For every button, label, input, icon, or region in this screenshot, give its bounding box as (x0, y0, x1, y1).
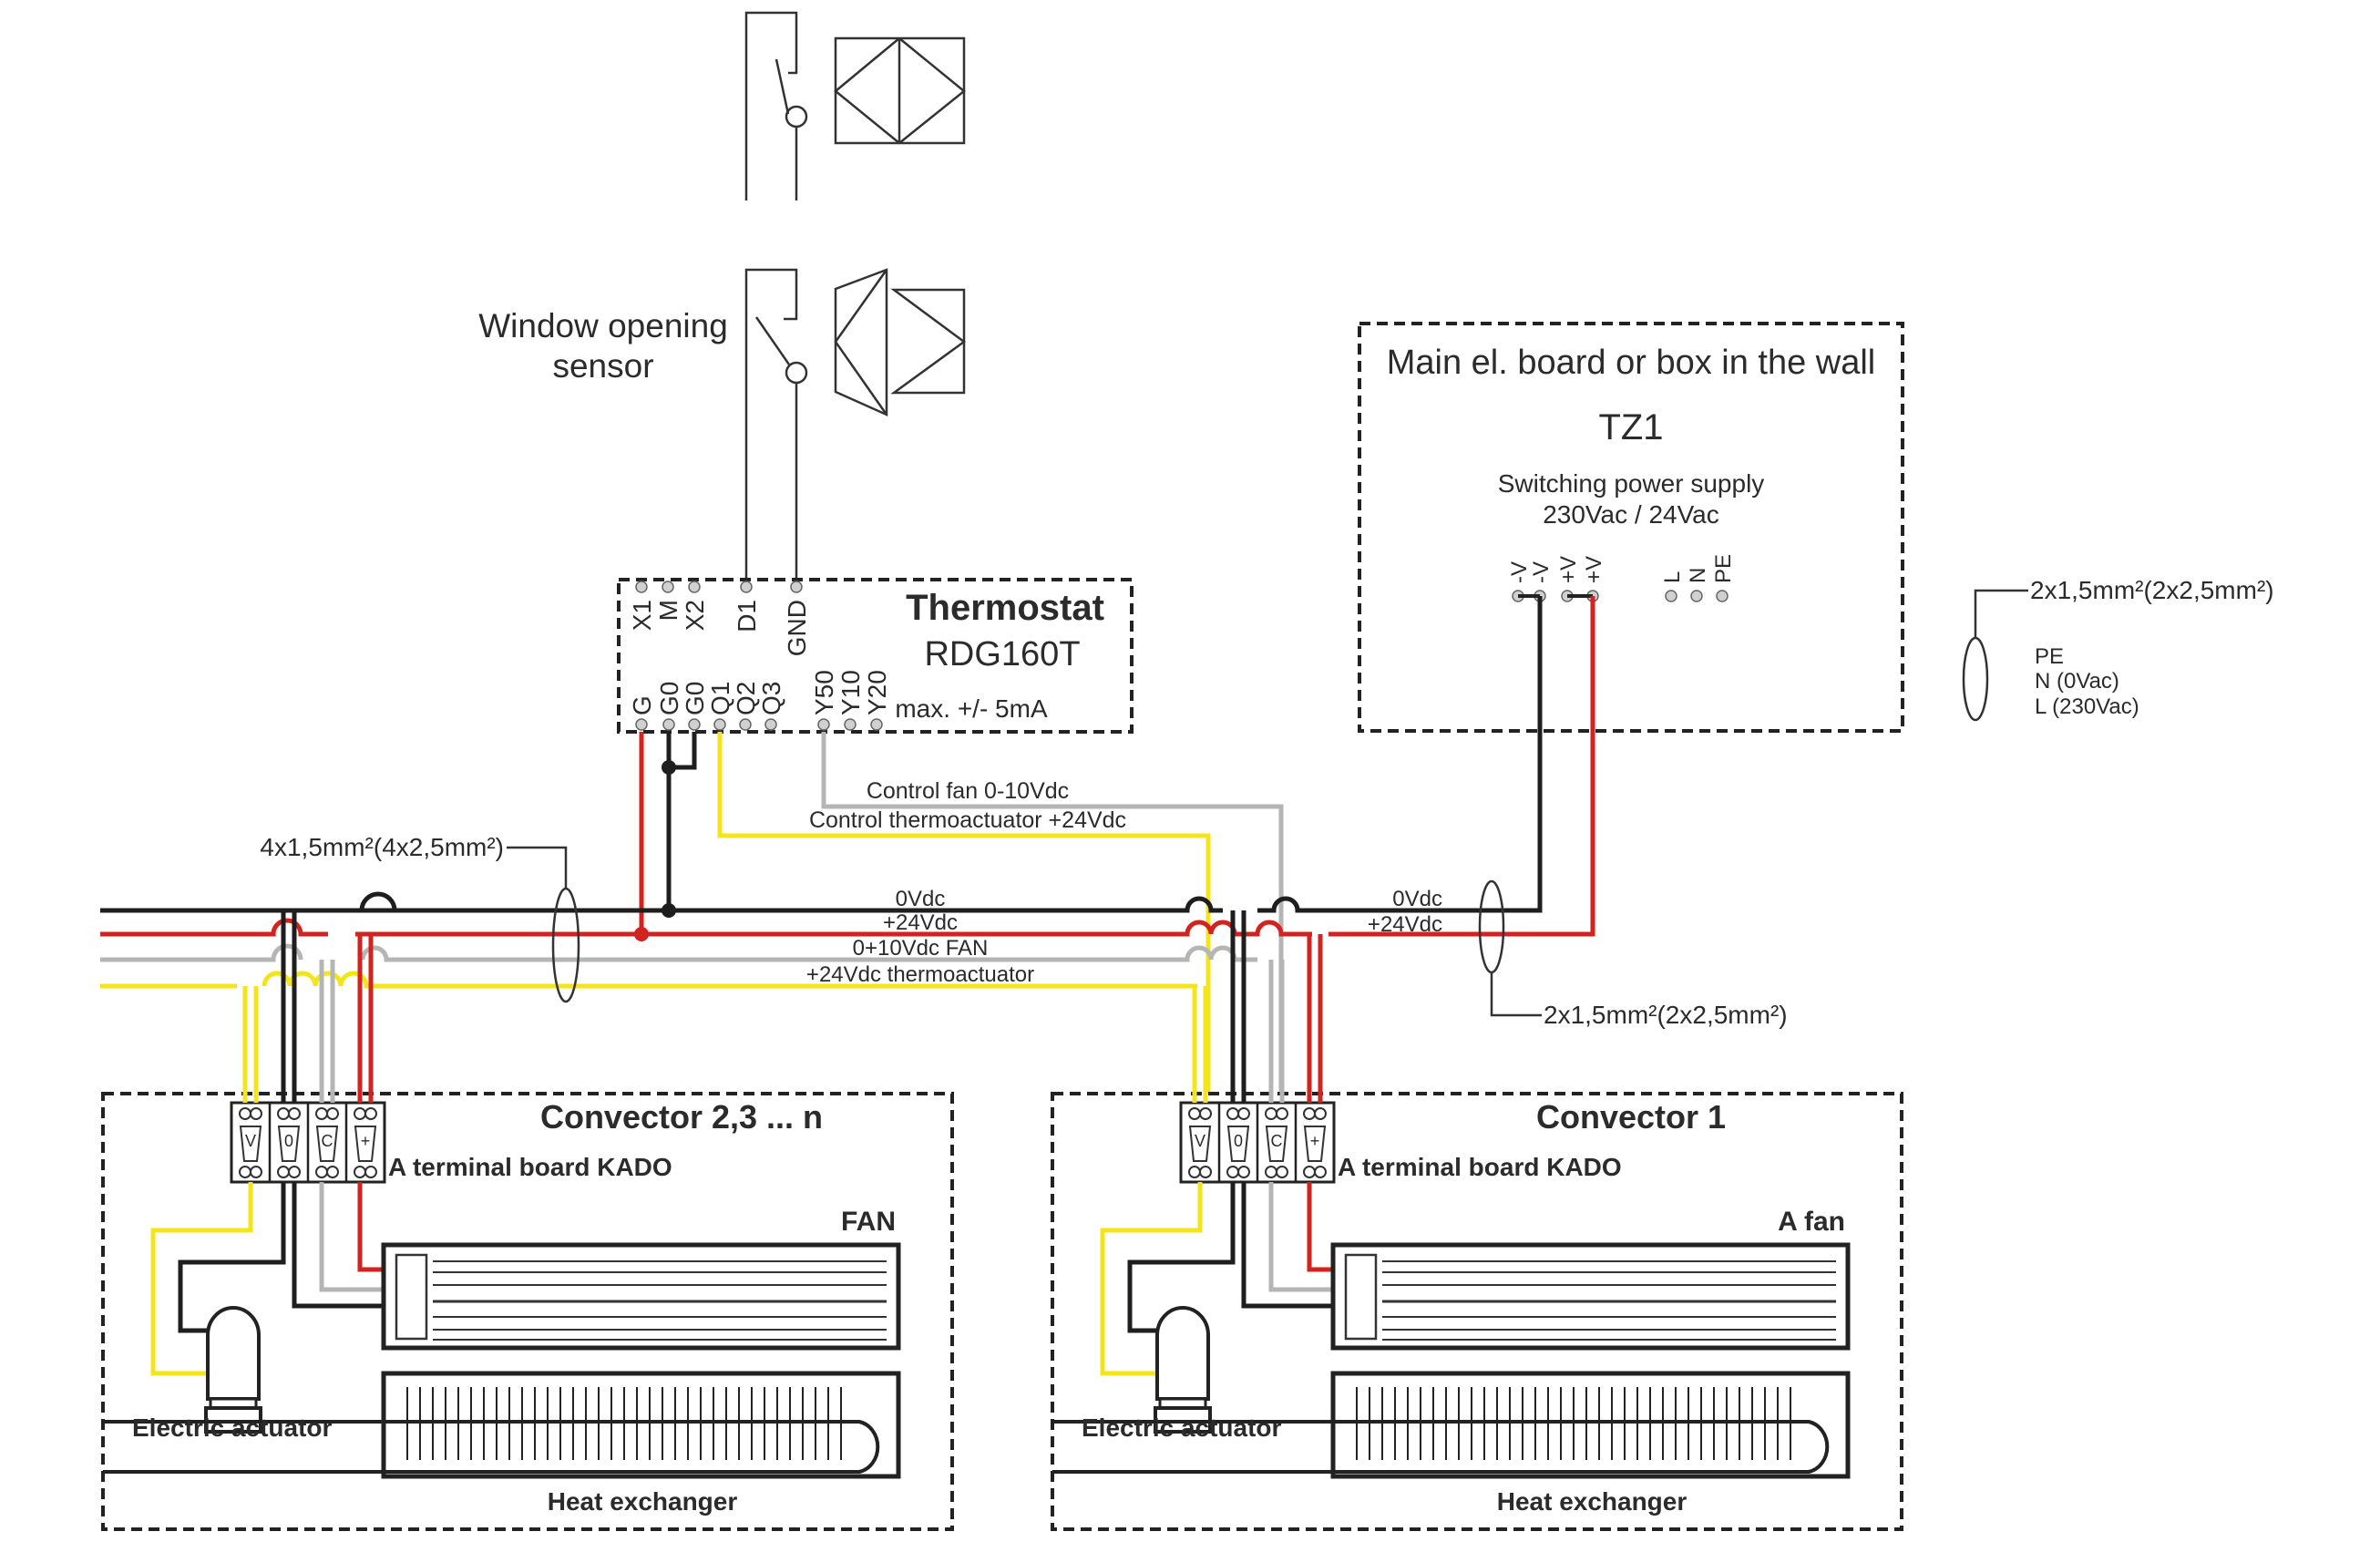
supply-conductor-n: N (0Vac) (2035, 669, 2119, 694)
bus-cable-size: 4x1,5mm²(4x2,5mm²) (260, 833, 504, 861)
supply-cable-legend: 2x1,5mm²(2x2,5mm²) PE N (0Vac) L (230Vac… (1962, 576, 2274, 722)
fan-unit-icon (381, 1242, 901, 1351)
thermostat-title: Thermostat (906, 588, 1104, 628)
label-control-fan: Control fan 0-10Vdc (867, 778, 1069, 804)
psu-terminal-label: L (1660, 571, 1685, 583)
terminal-board-label: A terminal board KADO (1338, 1153, 1622, 1181)
terminal-screw (688, 718, 701, 731)
supply-conductor-pe: PE (2035, 644, 2064, 669)
bus-label-fan: 0+10Vdc FAN (853, 936, 989, 961)
terminal-label: GND (783, 600, 811, 656)
terminal-mark: V (1195, 1132, 1205, 1150)
heat-exchanger-icon (1052, 1371, 1851, 1479)
bus-label-thermo: +24Vdc thermoactuator (806, 962, 1034, 987)
thermostat-model: RDG160T (924, 635, 1080, 673)
power-cable-size: 2x1,5mm²(2x2,5mm²) (1544, 1001, 1788, 1029)
terminal-mark: 0 (1234, 1132, 1243, 1150)
terminal-screw (739, 718, 752, 731)
terminal-label: Q1 (706, 682, 734, 715)
supply-conductor-l: L (230Vac) (2035, 694, 2139, 719)
fan-unit-icon (1330, 1242, 1851, 1351)
terminal-screw (688, 581, 701, 593)
main-board-box: Main el. board or box in the wall TZ1 Sw… (1358, 322, 1904, 733)
psu-terminal-label: N (1686, 568, 1710, 583)
convector-box: V 0 C + Convector 1 A terminal board KADO A fa… (1051, 910, 1903, 1531)
terminal-label: G0 (681, 682, 709, 715)
terminal-label: X1 (628, 600, 656, 631)
fan-label: A fan (1778, 1207, 1845, 1237)
terminal-screw (662, 718, 675, 731)
supply-cable-size: 2x1,5mm²(2x2,5mm²) (2030, 576, 2274, 604)
terminal-screw (635, 718, 648, 731)
window-opening-sensor: Window opening sensor (478, 268, 967, 579)
heat-exchanger-label: Heat exchanger (1497, 1487, 1688, 1516)
terminal-label: Y50 (810, 670, 838, 715)
bus-cable-marker: 4x1,5mm²(4x2,5mm²) (260, 833, 580, 1003)
terminal-board-label: A terminal board KADO (388, 1153, 672, 1181)
terminal-screw (817, 718, 830, 731)
psu-terminal-label: +V (1556, 556, 1581, 583)
terminal-label: Q3 (757, 682, 785, 715)
sensor-label-line1: Window opening (478, 307, 728, 344)
psu-terminal (1716, 590, 1729, 602)
electric-actuator-icon (204, 1306, 262, 1434)
thermostat-wires: Control fan 0-10Vdc Control thermoactuat… (634, 732, 1284, 1094)
psu-line2: 230Vac / 24Vac (1543, 500, 1719, 529)
psu-terminal-label: PE (1711, 554, 1736, 583)
bus-label-right-0vdc: 0Vdc (1392, 887, 1442, 911)
psu-terminal-label: -V (1507, 561, 1532, 583)
terminal-label: G0 (655, 682, 683, 715)
terminal-mark: + (1310, 1132, 1320, 1150)
bus: 0Vdc +24Vdc 0+10Vdc FAN +24Vdc thermoact… (100, 596, 1595, 989)
terminal-label: Y10 (836, 670, 865, 715)
terminal-mark: 0 (284, 1132, 293, 1150)
psu-terminal-label: +V (1582, 556, 1606, 583)
terminal-label: X2 (681, 600, 709, 631)
terminal-mark: C (322, 1132, 333, 1150)
terminal-screw (764, 718, 777, 731)
magnet-open-icon (834, 268, 967, 416)
terminal-label: D1 (733, 600, 761, 632)
terminal-screw (870, 718, 883, 731)
heat-exchanger-icon (103, 1371, 901, 1479)
terminal-label: Q2 (732, 682, 760, 715)
thermostat-note: max. +/- 5mA (895, 694, 1048, 723)
psu-terminal (1690, 590, 1703, 602)
convector-box: V 0 C + Convector 2,3 ... n A terminal board … (101, 910, 954, 1531)
psu-terminal-label: -V (1529, 561, 1554, 583)
heat-exchanger-label: Heat exchanger (548, 1487, 738, 1516)
power-cable-marker: 2x1,5mm²(2x2,5mm²) (1478, 879, 1788, 1029)
bus-label-24vdc: +24Vdc (883, 910, 958, 935)
terminal-screw (844, 718, 857, 731)
terminal-label: G (628, 695, 656, 715)
bus-label-0vdc: 0Vdc (896, 887, 946, 911)
convector-title: Convector 1 (1536, 1098, 1726, 1136)
fan-label: FAN (841, 1207, 896, 1237)
terminal-mark: V (245, 1132, 256, 1150)
terminal-screw (635, 581, 648, 593)
psu-line1: Switching power supply (1498, 469, 1765, 498)
terminal-mark: C (1271, 1132, 1283, 1150)
terminal-mark: + (361, 1132, 371, 1150)
magnet-closed-icon (834, 36, 966, 145)
actuator-label: Electric actuator (1082, 1414, 1282, 1442)
terminal-label: M (654, 600, 682, 621)
terminal-label: Y20 (863, 670, 891, 715)
psu-id: TZ1 (1598, 407, 1663, 447)
window-contact-closed (744, 11, 966, 200)
actuator-label: Electric actuator (132, 1414, 333, 1442)
label-control-actuator: Control thermoactuator +24Vdc (809, 807, 1126, 833)
terminal-screw (662, 581, 674, 593)
psu-terminal (1665, 590, 1677, 602)
main-board-title: Main el. board or box in the wall (1387, 344, 1876, 382)
convector-title: Convector 2,3 ... n (540, 1098, 823, 1136)
bus-label-right-24vdc: +24Vdc (1368, 912, 1442, 937)
terminal-screw (740, 581, 753, 593)
terminal-screw (790, 581, 803, 593)
sensor-label-line2: sensor (552, 347, 653, 385)
terminal-screw (713, 718, 726, 731)
